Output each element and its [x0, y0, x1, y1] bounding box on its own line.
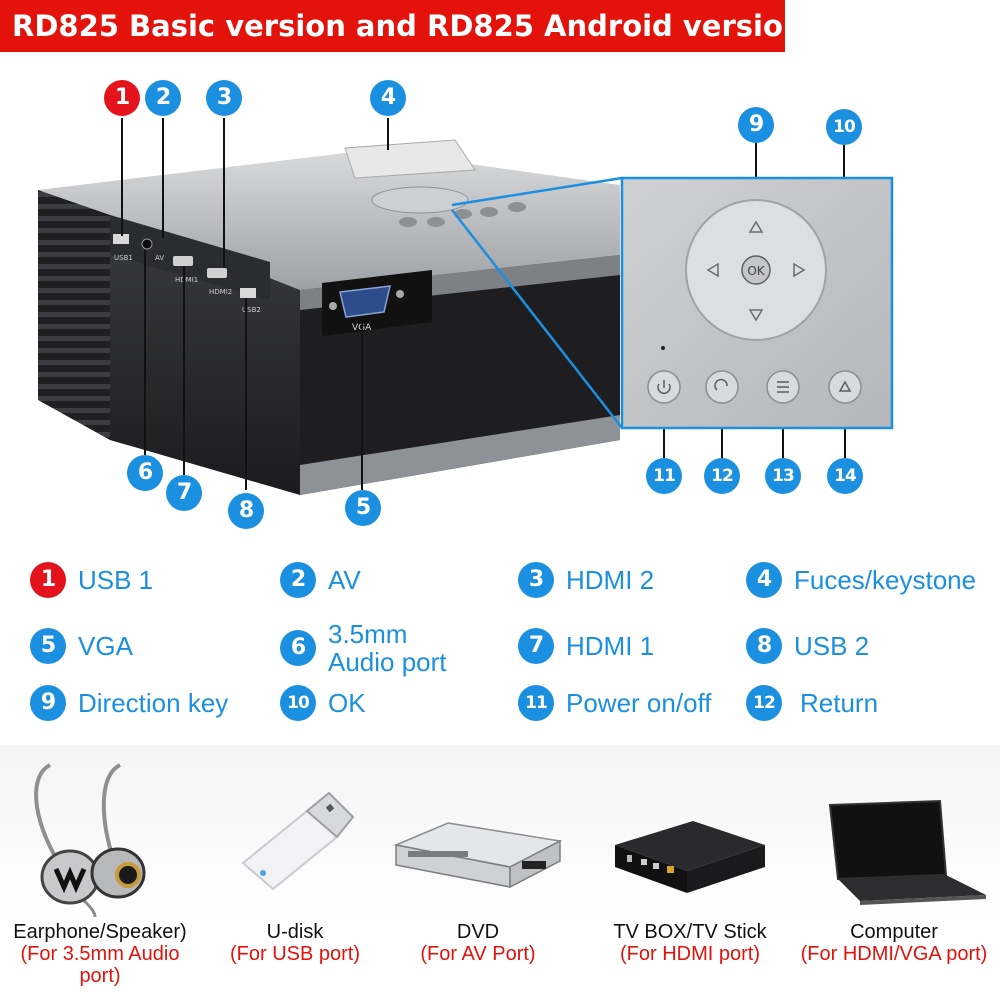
callout-10: 10	[826, 109, 862, 145]
hdmi2-port-label: HDMI2	[209, 288, 232, 296]
legend-number: 10	[280, 685, 316, 721]
legend-item-audio: 6 3.5mm Audio port	[280, 620, 447, 676]
hdmi1-port-label: HDMI1	[175, 276, 198, 284]
legend-number: 9	[30, 685, 66, 721]
legend-label: Direction key	[78, 688, 229, 718]
legend-number: 12	[746, 685, 782, 721]
usb2-port-label: USB2	[242, 306, 261, 314]
legend-label: USB 2	[794, 631, 870, 661]
legend-number: 3	[518, 562, 554, 598]
legend-item-hdmi1: 7 HDMI 1	[518, 628, 654, 664]
accessory-name: Computer	[850, 921, 938, 943]
accessory-name: DVD	[456, 921, 500, 943]
legend-item-usb2: 8 USB 2	[746, 628, 869, 664]
usb1-port-label: USB1	[114, 254, 133, 262]
accessory-port: (For HDMI port)	[620, 943, 760, 965]
legend-label: HDMI 1	[566, 631, 655, 661]
legend-label: Fuces/keystone	[794, 565, 977, 595]
callout-6: 6	[127, 455, 163, 491]
callout-4: 4	[370, 80, 406, 116]
accessory-port: (For USB port)	[229, 943, 361, 965]
callout-9: 9	[738, 107, 774, 143]
legend-label: USB 1	[78, 565, 154, 595]
legend-number: 1	[30, 562, 66, 598]
accessory-name: Earphone/Speaker)	[13, 921, 187, 943]
title-banner: RD825 Basic version and RD825 Android ve…	[0, 0, 883, 52]
legend-item-power: 11 Power on/off	[518, 685, 712, 721]
accessory-name: U-disk	[266, 921, 324, 943]
callout-7: 7	[166, 475, 202, 511]
legend-label: VGA	[78, 631, 133, 661]
laptop-icon	[828, 799, 986, 905]
tv-box-icon	[615, 821, 765, 893]
accessory-computer: Computer (For HDMI/VGA port)	[790, 745, 998, 965]
accessory-port: (For 3.5mm Audio port)	[20, 943, 180, 987]
projector-illustration: VGA USB1 AV HDMI1 HDMI2 USB2 OK	[38, 118, 894, 495]
legend-label: 3.5mm Audio port	[328, 619, 447, 677]
callout-3: 3	[206, 80, 242, 116]
accessory-u-disk: U-disk (For USB port)	[215, 745, 375, 965]
legend-label: OK	[328, 688, 366, 718]
usb-disk-icon	[241, 791, 355, 891]
legend-number: 5	[30, 628, 66, 664]
callout-13: 13	[765, 458, 801, 494]
accessory-name: TV BOX/TV Stick	[613, 921, 767, 943]
callout-11: 11	[646, 458, 682, 494]
callout-14: 14	[827, 458, 863, 494]
accessory-port: (For HDMI/VGA port)	[800, 943, 988, 965]
legend-item-hdmi2: 3 HDMI 2	[518, 562, 654, 598]
legend-label: AV	[328, 565, 361, 595]
legend-number: 11	[518, 685, 554, 721]
legend-number: 2	[280, 562, 316, 598]
legend-item-focus: 4 Fuces/keystone	[746, 562, 976, 598]
legend-number: 4	[746, 562, 782, 598]
av-port-label: AV	[155, 254, 164, 262]
legend-label: Return	[800, 688, 879, 718]
legend-item-usb1: 1 USB 1	[30, 562, 153, 598]
earphone-icon	[34, 763, 146, 917]
callout-12: 12	[704, 458, 740, 494]
legend-number: 7	[518, 628, 554, 664]
callout-1: 1	[104, 80, 140, 116]
legend-label: Power on/off	[566, 688, 712, 718]
legend-number: 8	[746, 628, 782, 664]
accessory-tv-box: TV BOX/TV Stick (For HDMI port)	[605, 745, 775, 965]
callout-8: 8	[228, 493, 264, 529]
legend-label: HDMI 2	[566, 565, 655, 595]
accessory-dvd: DVD (For AV Port)	[388, 745, 568, 965]
legend-item-vga: 5 VGA	[30, 628, 133, 664]
legend-number: 6	[280, 630, 316, 666]
legend-item-direction: 9 Direction key	[30, 685, 228, 721]
callout-5: 5	[345, 490, 381, 526]
callout-2: 2	[145, 80, 181, 116]
dvd-player-icon	[393, 822, 563, 889]
ok-button-label: OK	[747, 264, 765, 278]
legend-item-ok: 10 OK	[280, 685, 366, 721]
legend-item-return: 12 Return	[746, 685, 878, 721]
accessory-earphone: Earphone/Speaker) (For 3.5mm Audio port)	[0, 745, 200, 987]
accessory-port: (For AV Port)	[420, 943, 536, 965]
legend-item-av: 2 AV	[280, 562, 361, 598]
